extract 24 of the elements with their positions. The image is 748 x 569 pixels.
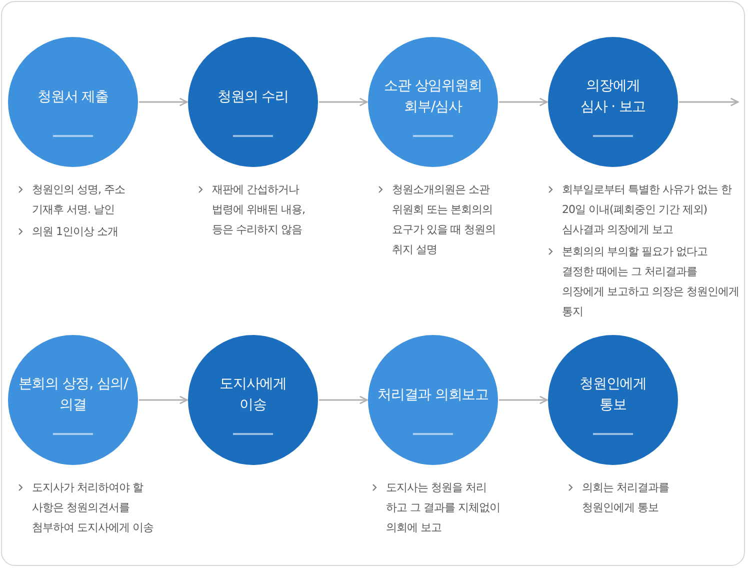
step-title: 처리결과 의회보고 — [377, 386, 489, 404]
step-title: 소관 상임위원회 회부/심사 — [383, 77, 483, 117]
bullet-text: 도지사가 처리하여야 할 사항은 청원의견서를 첨부하여 도지사에게 이송 — [32, 480, 154, 536]
step-title: 청원의 수리 — [216, 88, 290, 106]
bullet-text: 재판에 간섭하거나 법령에 위배된 내용, 등은 수리하지 않음 — [212, 182, 306, 238]
step-title: 청원서 제출 — [36, 88, 110, 106]
arrow — [319, 98, 368, 106]
arrow — [139, 98, 188, 106]
step-title: 도지사에게 이송 — [218, 375, 288, 415]
arrow — [499, 98, 548, 106]
bullet-text: 의회는 처리결과를 청원인에게 통보 — [582, 480, 670, 516]
bullet-text: 의원 1인이상 소개 — [32, 224, 119, 240]
step-title: 의장에게 심사 · 보고 — [579, 77, 647, 117]
bullet-text: 청원인의 성명, 주소 기재후 서명. 날인 — [32, 182, 126, 218]
step-title: 본회의 상정, 심의/의결 — [17, 375, 129, 415]
bullet-text: 본회의의 부의할 필요가 없다고 결정한 때에는 그 처리결과를 의장에게 보고하고 의장은 청원인에게 통지 — [562, 244, 740, 320]
arrow — [499, 396, 548, 404]
bullet-text: 청원소개의원은 소관 위원회 또는 본회의의 요구가 있을 때 청원의 취지 설명 — [392, 182, 496, 258]
arrow — [679, 98, 739, 106]
arrow — [139, 396, 188, 404]
bullet-text: 회부일로부터 특별한 사유가 없는 한 20일 이내(폐회중인 기간 제외) 심사결과 의장에게 보고 — [562, 182, 733, 238]
arrow — [319, 396, 368, 404]
bullet-text: 도지사는 청원을 처리 하고 그 결과를 지체없이 의회에 보고 — [386, 480, 501, 536]
step-title: 청원인에게 통보 — [578, 375, 648, 415]
